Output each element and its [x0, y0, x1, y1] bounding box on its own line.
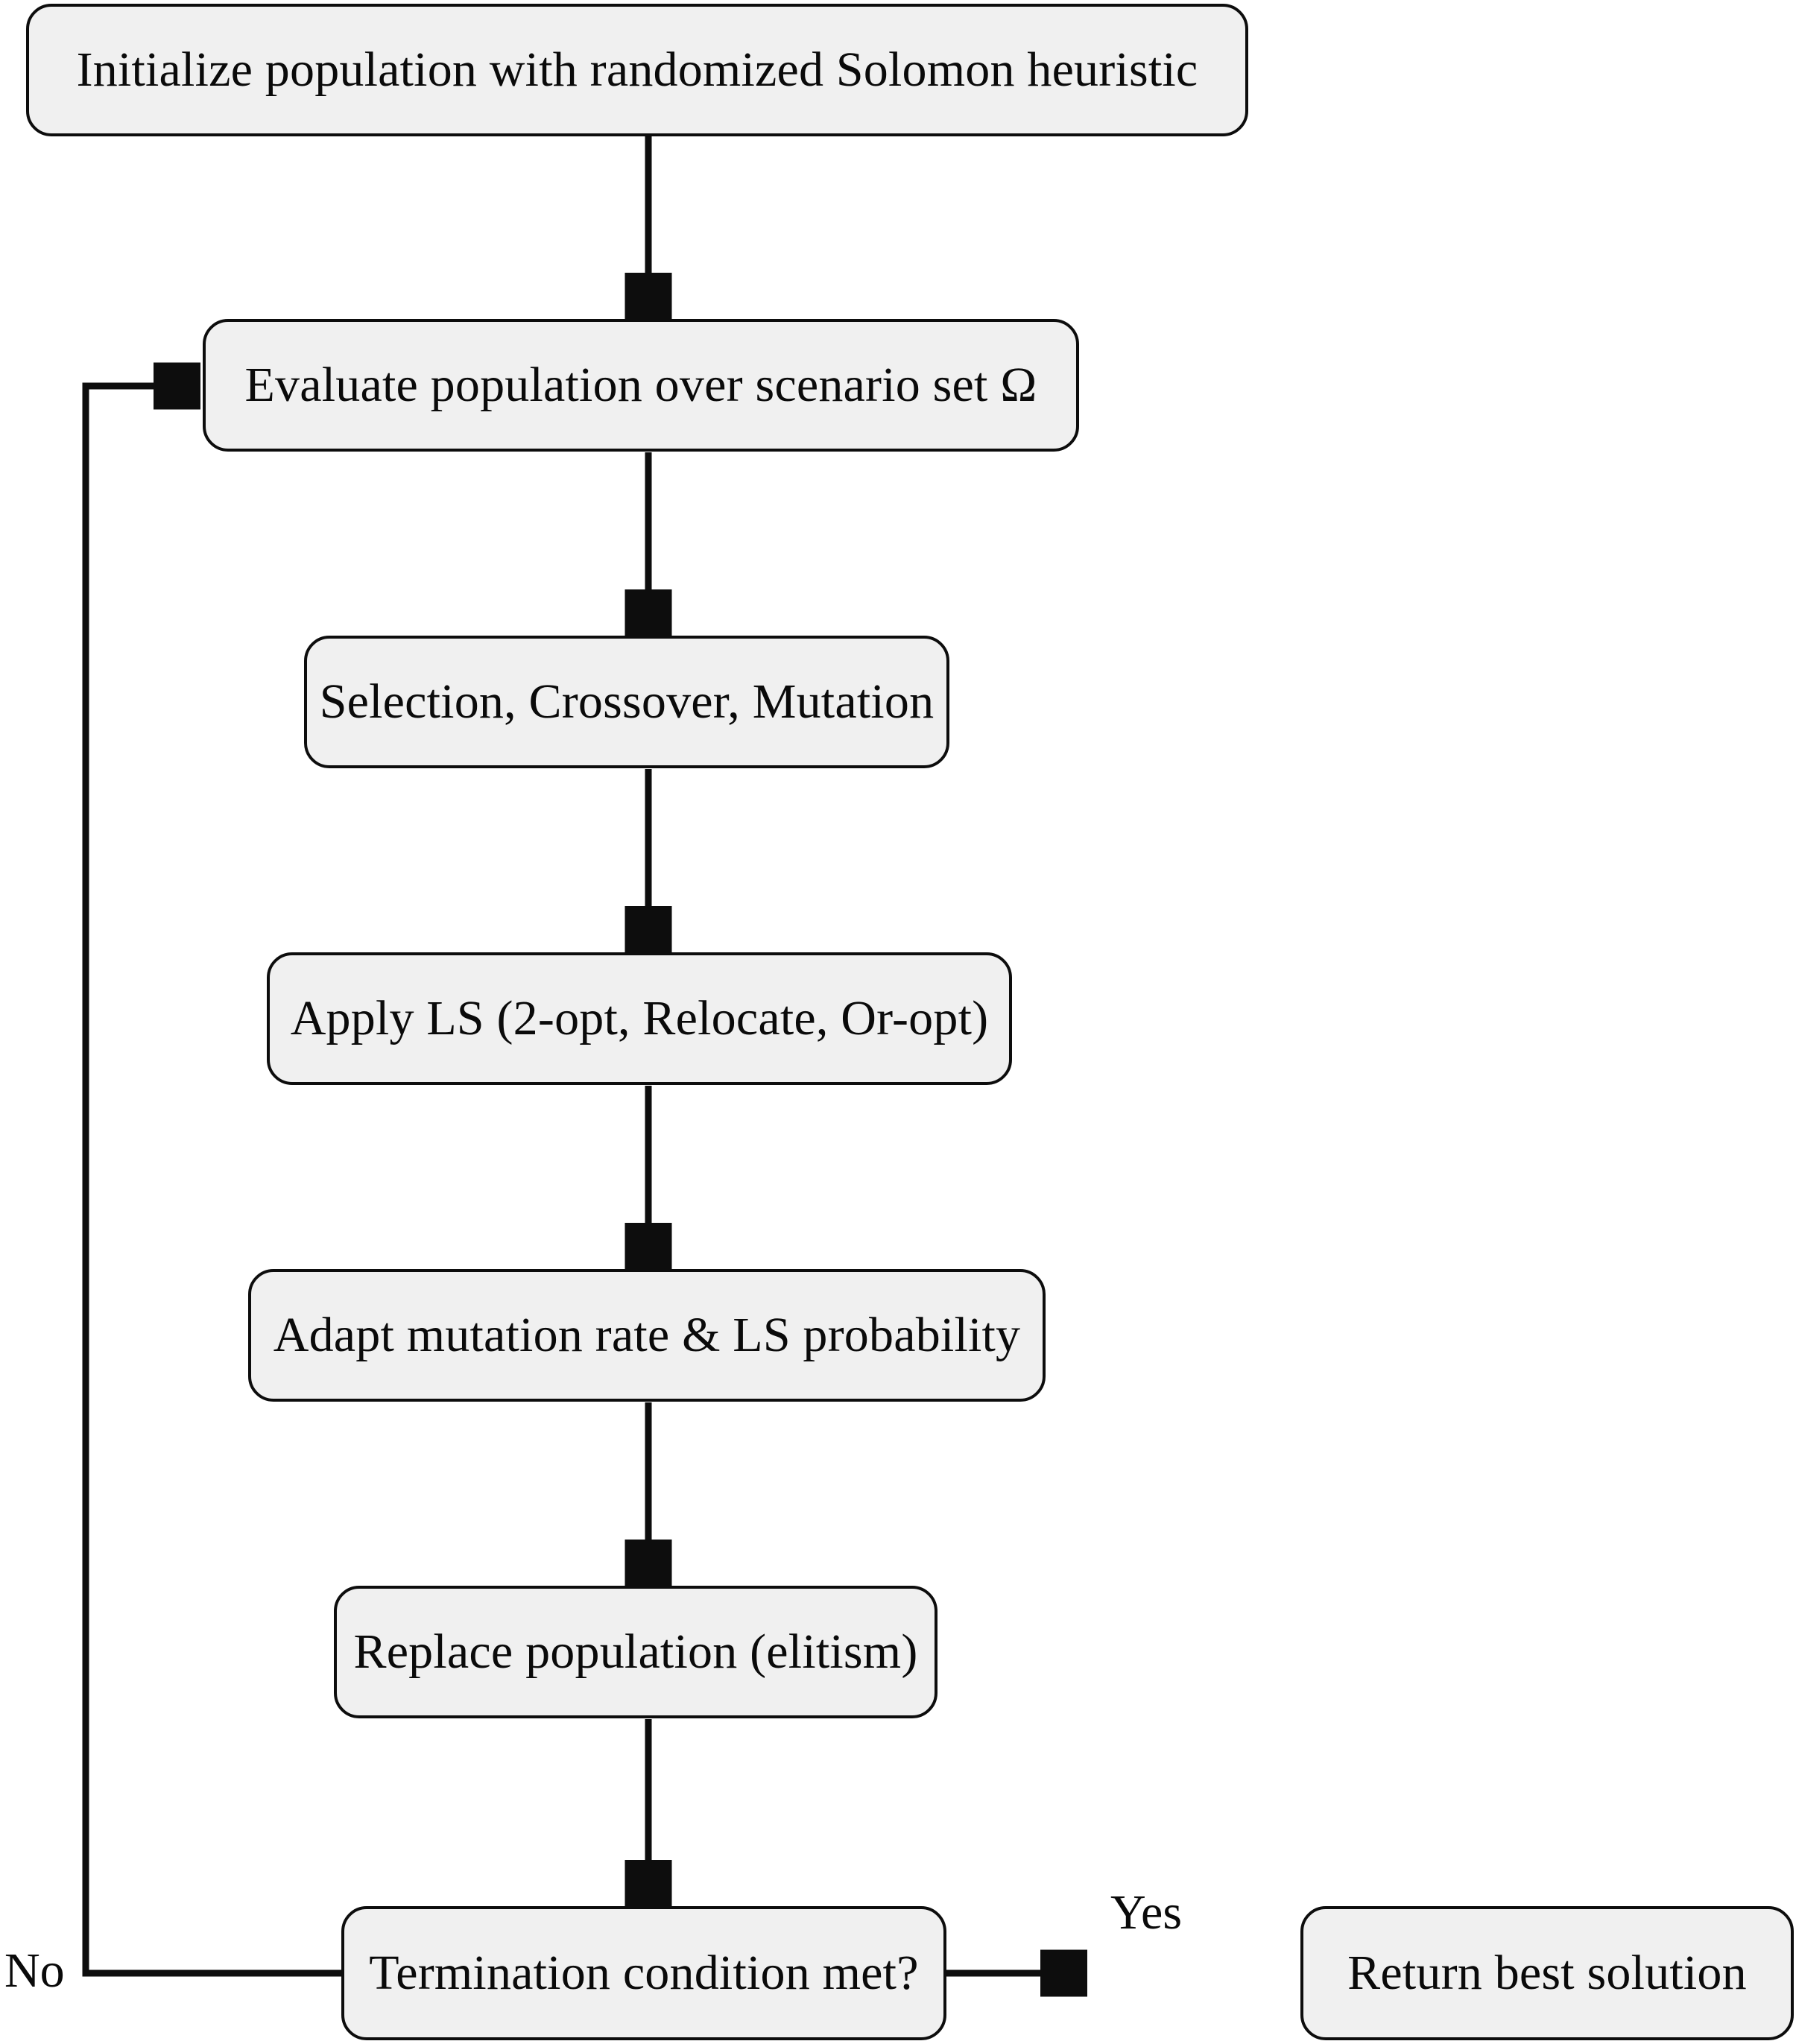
node-evaluate[interactable]: Evaluate population over scenario set Ω	[203, 319, 1079, 452]
node-replace-label: Replace population (elitism)	[353, 1624, 918, 1679]
node-terminate[interactable]: Termination condition met?	[341, 1906, 946, 2040]
node-replace[interactable]: Replace population (elitism)	[334, 1586, 937, 1718]
node-return-label: Return best solution	[1347, 1945, 1747, 2000]
node-return[interactable]: Return best solution	[1300, 1906, 1794, 2040]
node-init-label: Initialize population with randomized So…	[76, 42, 1198, 97]
edge-terminate-to-evaluate-no	[82, 386, 341, 1977]
node-genetic-ops-label: Selection, Crossover, Mutation	[319, 674, 935, 729]
node-terminate-label: Termination condition met?	[369, 1945, 919, 2000]
node-local-search-label: Apply LS (2-opt, Relocate, Or-opt)	[290, 990, 989, 1045]
node-evaluate-label: Evaluate population over scenario set Ω	[244, 357, 1037, 412]
node-genetic-ops[interactable]: Selection, Crossover, Mutation	[304, 636, 949, 768]
edge-label-yes: Yes	[1110, 1885, 1183, 1940]
node-init[interactable]: Initialize population with randomized So…	[26, 4, 1248, 136]
node-local-search[interactable]: Apply LS (2-opt, Relocate, Or-opt)	[267, 952, 1012, 1085]
node-adapt-label: Adapt mutation rate & LS probability	[273, 1307, 1021, 1362]
edge-label-no: No	[4, 1943, 65, 1998]
node-adapt[interactable]: Adapt mutation rate & LS probability	[248, 1269, 1046, 1402]
